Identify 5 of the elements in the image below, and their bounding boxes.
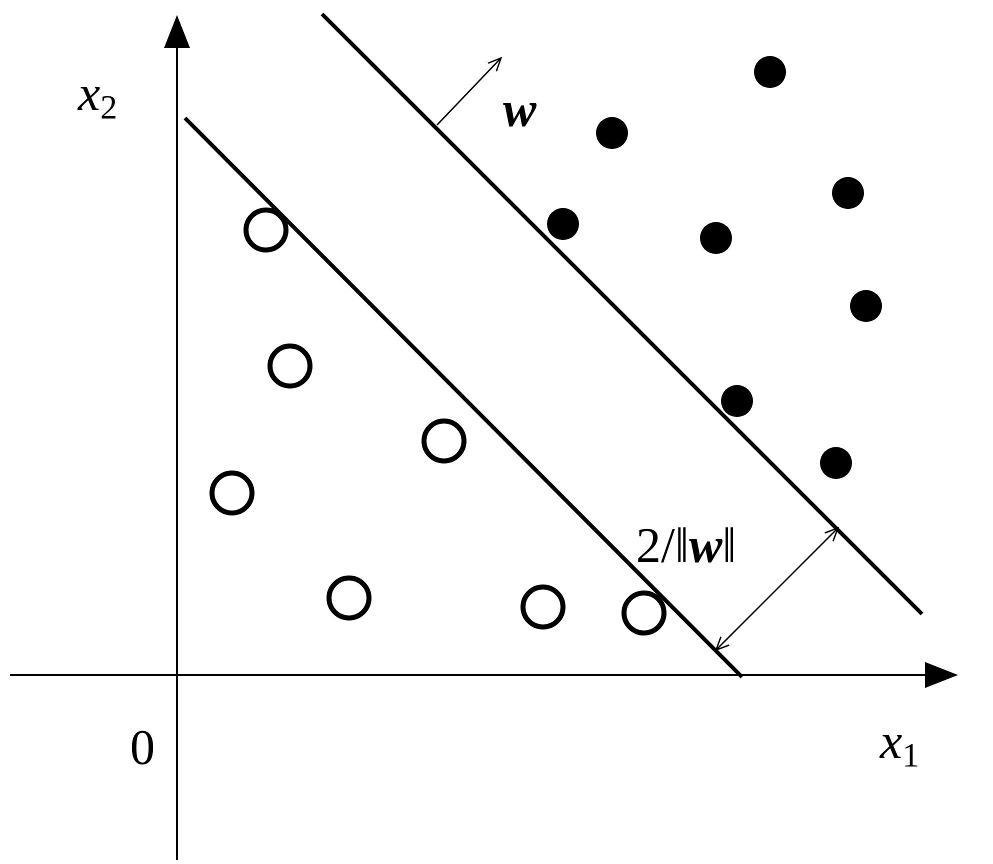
margin-label: 2/‖w‖ (636, 520, 736, 570)
vector-label: w (503, 84, 536, 134)
axis-label: x$_{2}$ (78, 68, 118, 126)
origin-label: 0 (130, 722, 155, 772)
axis-label: x$_{1}$ (880, 716, 920, 774)
